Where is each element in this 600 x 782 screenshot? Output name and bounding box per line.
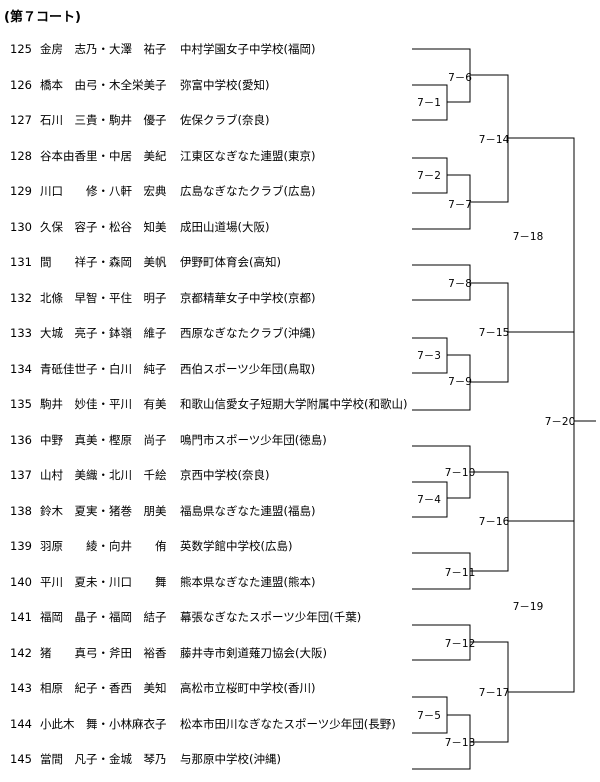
entry-team: 成田山道場(大阪) [180, 219, 270, 234]
entry-number: 139 [10, 539, 32, 553]
entry-players: 石川 三貴・駒井 優子 [40, 113, 167, 127]
entry-players: 青砥佳世子・白川 純子 [40, 361, 167, 376]
entry-players: 谷本由香里・中居 美紀 [40, 148, 167, 163]
entry-players: 金房 志乃・大澤 祐子 [40, 42, 167, 56]
entry-players: 山村 美織・北川 千絵 [40, 468, 167, 482]
entry-team: 西原なぎなたクラブ(沖縄) [180, 326, 316, 340]
match-label-7-9: 7－9 [448, 376, 472, 388]
entry-team: 幕張なぎなたスポーツ少年団(千葉) [180, 610, 362, 624]
entry-team: 佐保クラブ(奈良) [180, 113, 270, 127]
entry-number: 135 [10, 397, 32, 411]
entry-number: 140 [10, 574, 32, 589]
match-label-7-20: 7－20 [545, 416, 576, 428]
entry-players: 小此木 舞・小林麻衣子 [40, 716, 167, 731]
match-label-7-18: 7－18 [513, 231, 544, 243]
entry-team: 京都精華女子中学校(京都) [180, 290, 316, 305]
entry-number: 129 [10, 184, 32, 198]
entry-number: 134 [10, 361, 32, 376]
entry-players: 駒井 妙佳・平川 有美 [40, 397, 167, 411]
match-label-7-2: 7－2 [417, 170, 441, 182]
entry-players: 羽原 綾・向井 侑 [40, 539, 167, 553]
entry-team: 熊本県なぎなた連盟(熊本) [180, 574, 316, 589]
entry-team: 与那原中学校(沖縄) [180, 752, 281, 766]
entry-number: 126 [10, 77, 32, 92]
match-label-7-16: 7－16 [479, 516, 510, 528]
match-label-7-13: 7－13 [445, 737, 476, 749]
entry-team: 鳴門市スポーツ少年団(徳島) [180, 432, 327, 447]
entry-team: 中村学園女子中学校(福岡) [180, 42, 316, 56]
entry-team: 高松市立桜町中学校(香川) [180, 681, 316, 695]
entry-number: 138 [10, 503, 32, 518]
entry-team: 伊野町体育会(高知) [180, 255, 281, 269]
entry-players: 鈴木 夏実・猪巻 朋美 [40, 503, 167, 518]
entry-players: 當間 凡子・金城 琴乃 [40, 752, 167, 766]
match-label-7-4: 7－4 [417, 494, 441, 506]
entry-number: 144 [10, 716, 32, 731]
entry-players: 中野 真美・樫原 尚子 [40, 432, 167, 447]
entry-team: 江東区なぎなた連盟(東京) [180, 148, 316, 163]
entry-players: 平川 夏未・川口 舞 [40, 574, 167, 589]
entry-number: 145 [10, 752, 32, 766]
court-title: (第７コート) [4, 10, 81, 25]
entry-number: 125 [10, 42, 32, 56]
entry-players: 間 祥子・森岡 美帆 [40, 255, 167, 269]
entry-players: 猪 真弓・斧田 裕香 [40, 645, 167, 660]
match-label-7-7: 7－7 [448, 199, 472, 211]
entry-players: 相原 紀子・香西 美知 [40, 681, 167, 695]
entry-team: 和歌山信愛女子短期大学附属中学校(和歌山) [180, 397, 408, 411]
match-label-7-5: 7－5 [417, 710, 441, 722]
entry-players: 川口 修・八軒 宏典 [40, 184, 167, 198]
match-label-7-19: 7－19 [513, 601, 544, 613]
entry-team: 英数学館中学校(広島) [180, 539, 293, 553]
match-label-7-10: 7－10 [445, 467, 476, 479]
match-label-7-14: 7－14 [479, 134, 510, 146]
match-label-7-8: 7－8 [448, 278, 472, 290]
entry-number: 130 [10, 219, 32, 234]
entry-players: 久保 容子・松谷 知美 [40, 219, 167, 234]
entry-players: 橋本 由弓・木全栄美子 [40, 77, 167, 92]
entry-number: 131 [10, 255, 32, 269]
entry-team: 松本市田川なぎなたスポーツ少年団(長野) [180, 716, 396, 731]
entry-number: 127 [10, 113, 32, 127]
entry-players: 福岡 晶子・福岡 結子 [40, 610, 167, 624]
entry-number: 141 [10, 610, 32, 624]
entry-number: 136 [10, 432, 32, 447]
entry-number: 132 [10, 290, 32, 305]
entry-team: 広島なぎなたクラブ(広島) [180, 184, 316, 198]
entry-number: 142 [10, 645, 32, 660]
match-label-7-15: 7－15 [479, 327, 510, 339]
entry-players: 北條 早智・平住 明子 [40, 290, 167, 305]
entry-team: 弥富中学校(愛知) [180, 77, 270, 92]
entry-team: 福島県なぎなた連盟(福島) [180, 503, 316, 518]
match-label-7-6: 7－6 [448, 72, 472, 84]
entry-number: 128 [10, 148, 32, 163]
entry-number: 133 [10, 326, 32, 340]
match-label-7-11: 7－11 [445, 567, 476, 579]
entry-number: 143 [10, 681, 32, 695]
match-label-7-17: 7－17 [479, 687, 510, 699]
match-label-7-12: 7－12 [445, 638, 476, 650]
entry-team: 西伯スポーツ少年団(鳥取) [180, 361, 316, 376]
entry-number: 137 [10, 468, 32, 482]
entry-team: 藤井寺市剣道薙刀協会(大阪) [180, 645, 327, 660]
match-label-7-1: 7－1 [417, 97, 441, 109]
entry-team: 京西中学校(奈良) [180, 468, 270, 482]
match-label-7-3: 7－3 [417, 350, 441, 362]
entry-players: 大城 亮子・鉢嶺 維子 [40, 326, 167, 340]
